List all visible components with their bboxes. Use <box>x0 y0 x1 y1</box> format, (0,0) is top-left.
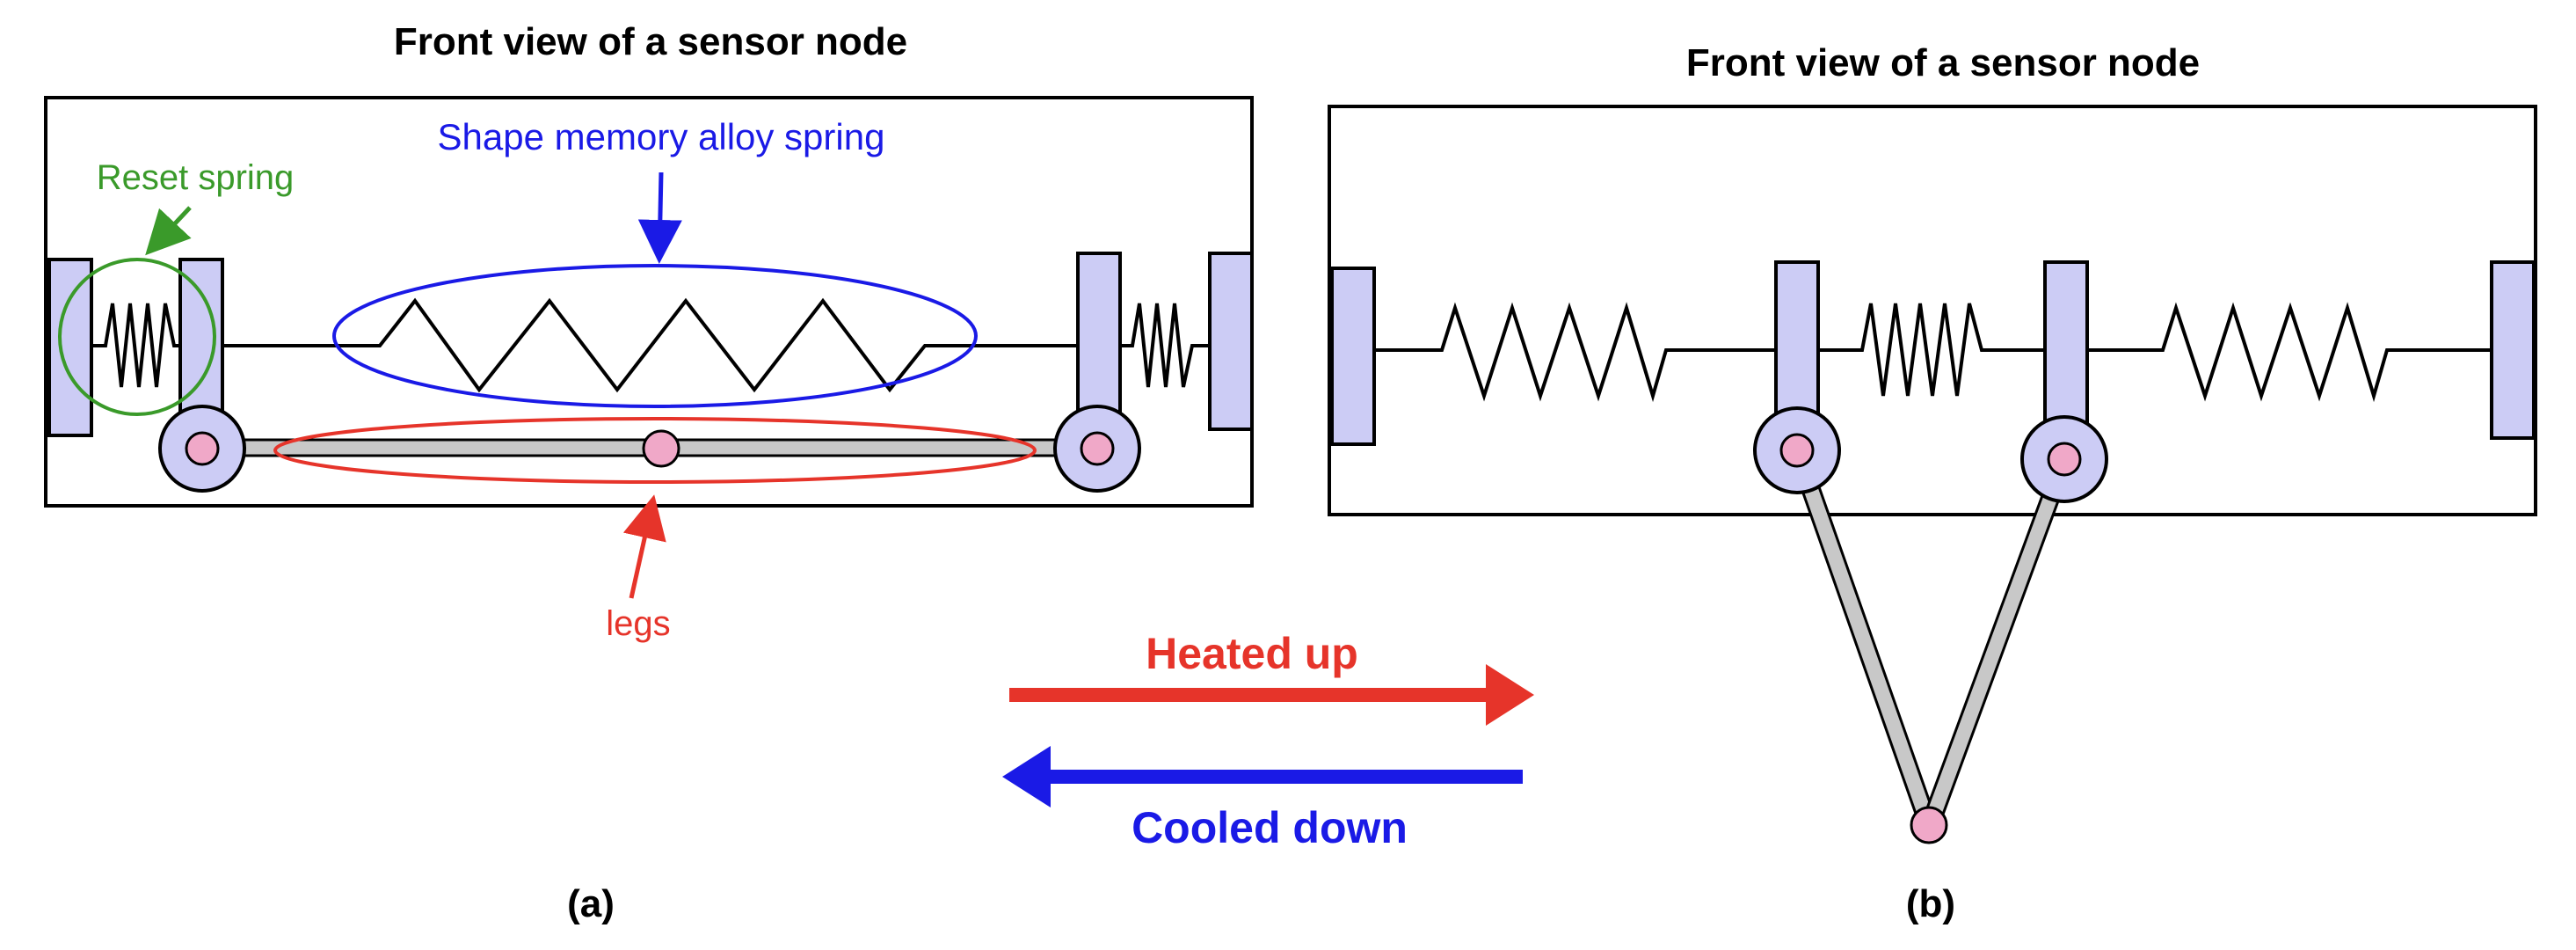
sma-spring-label: Shape memory alloy spring <box>438 116 885 157</box>
transition-arrows: Heated up Cooled down <box>1002 629 1534 852</box>
reset-spring-label: Reset spring <box>97 158 295 197</box>
cooled-arrow-head <box>1002 746 1051 808</box>
legs-label: legs <box>606 604 670 643</box>
right-joint-pin <box>1080 431 1115 466</box>
heated-up-label: Heated up <box>1146 629 1358 678</box>
cooled-down-label: Cooled down <box>1132 803 1408 852</box>
panel-b-right-wall-plate <box>2490 260 2536 440</box>
panel-b-left-joint-pin <box>1779 433 1815 468</box>
panel-a: Front view of a sensor node Reset spring… <box>44 20 1254 925</box>
reset-spring-highlight <box>58 258 216 416</box>
panel-a-title: Front view of a sensor node <box>394 20 907 63</box>
panel-b-bottom-joint-pin <box>1910 806 1948 844</box>
legs-highlight <box>273 417 1037 484</box>
left-wall-plate <box>47 258 93 437</box>
spring-middle <box>1818 303 2045 397</box>
panel-b-caption: (b) <box>1906 882 1955 925</box>
panel-b-left-wall-plate <box>1330 267 1376 446</box>
panel-b: Front view of a sensor node (b) <box>1328 41 2537 925</box>
panel-b-right-joint-pin <box>2047 442 2082 477</box>
sma-spring-highlight <box>332 264 978 408</box>
sma-spring-arrow <box>637 172 682 264</box>
reset-spring-left <box>91 303 180 388</box>
panel-b-title: Front view of a sensor node <box>1686 41 2200 84</box>
reset-spring-arrow <box>145 206 192 256</box>
reset-spring-right <box>1120 303 1210 388</box>
center-joint-pin <box>642 429 680 468</box>
spring-right <box>2087 302 2492 403</box>
left-leg <box>1787 445 1939 830</box>
legs-arrow <box>622 494 666 599</box>
panel-a-caption: (a) <box>567 882 615 925</box>
spring-left <box>1376 302 1776 403</box>
right-wall-plate <box>1208 252 1254 431</box>
left-joint-pin <box>185 431 220 466</box>
heated-arrow-head <box>1486 664 1534 726</box>
